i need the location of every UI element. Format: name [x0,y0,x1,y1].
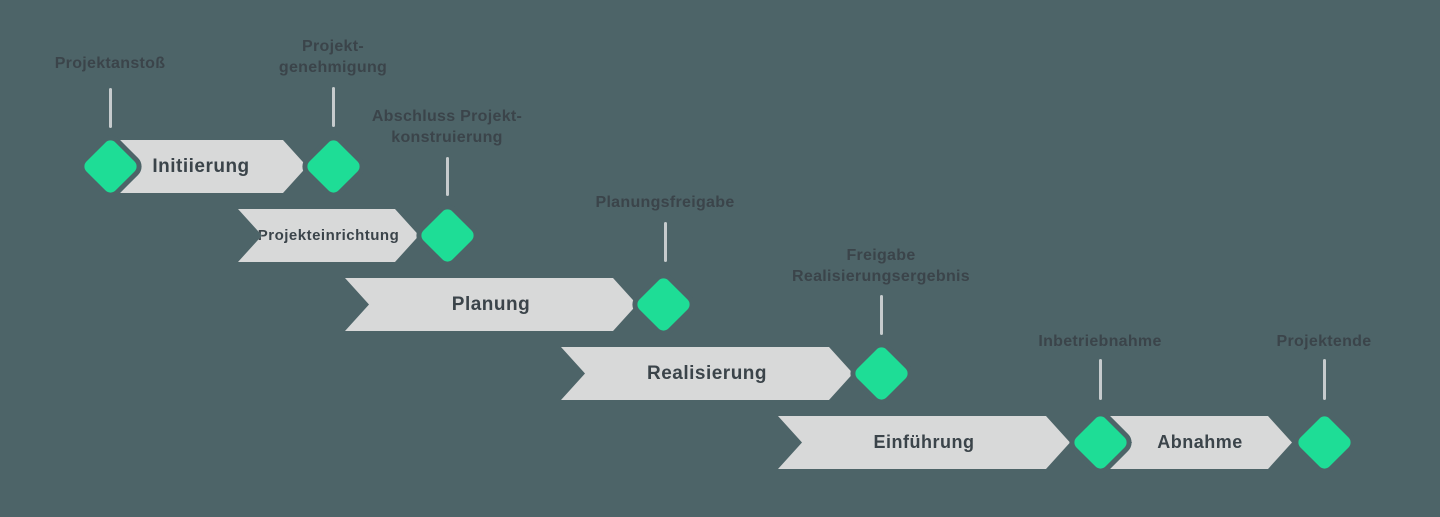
phase-arrow-initiierung: Initiierung [119,140,307,193]
milestone-label-planungsfreigabe: Planungsfreigabe [595,194,735,211]
milestone-label-projektgenehmigung: Projekt- genehmigung [278,38,388,76]
milestone-connector-inbetriebnahme [1098,359,1102,400]
phase-arrow-realisierung-label: Realisierung [646,362,768,384]
phase-arrow-initiierung-label: Initiierung [152,155,250,177]
phase-arrow-projekteinrichtung-label: Projekteinrichtung [257,227,400,244]
milestone-label-projektende: Projektende [1276,333,1372,350]
milestone-connector-projektende [1322,359,1326,400]
phase-arrow-abnahme-label: Abnahme [1157,432,1243,452]
milestone-diamond-abschluss-projektkonstruierung [418,206,476,265]
milestone-label-projektanstoss: Projektanstoß [54,55,166,72]
milestone-label-freigabe-realisierungsergebnis: Freigabe Realisierungsergebnis [792,247,970,285]
milestone-connector-projektanstoss [108,88,112,128]
milestone-connector-freigabe-realisierungsergebnis [879,295,883,335]
milestone-connector-abschluss-projektkonstruierung [445,157,449,196]
milestone-connector-projektgenehmigung [331,87,335,127]
phase-arrow-planung-label: Planung [451,293,531,315]
milestone-diamond-projektende [1295,413,1353,472]
milestone-connector-planungsfreigabe [663,222,667,262]
phase-arrow-projekteinrichtung: Projekteinrichtung [238,209,419,262]
milestone-diamond-planungsfreigabe [634,275,692,334]
milestone-label-abschluss-projektkonstruierung: Abschluss Projekt- konstruierung [371,108,523,146]
phase-arrow-einfuehrung-label: Einführung [873,432,975,452]
milestone-label-inbetriebnahme: Inbetriebnahme [1038,333,1162,350]
phase-arrow-einfuehrung: Einführung [778,416,1070,469]
milestone-diamond-projektgenehmigung [304,137,362,196]
phase-arrow-planung: Planung [345,278,637,331]
phase-arrow-abnahme: Abnahme [1108,416,1292,469]
milestone-diamond-freigabe-realisierungsergebnis [852,344,910,403]
phase-arrow-realisierung: Realisierung [561,347,853,400]
